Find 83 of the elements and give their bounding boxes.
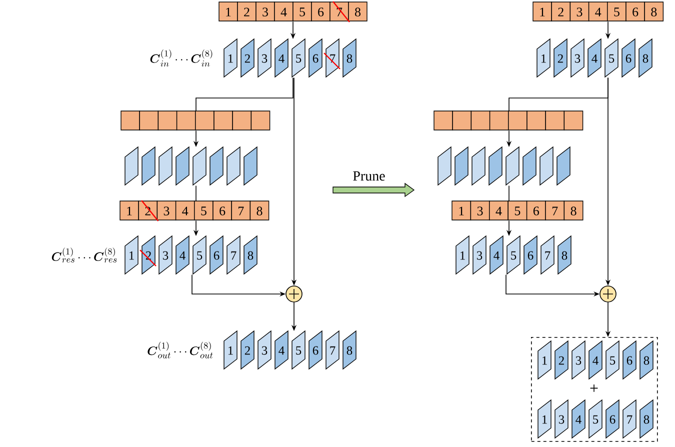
node-label: 7 [238, 206, 244, 216]
node-label: 5 [610, 356, 616, 365]
node-label: 6 [318, 8, 324, 16]
node-label: 6 [632, 8, 638, 16]
node-label: 3 [576, 356, 582, 365]
cell-bar: 1 3 4 5 6 7 8 [452, 200, 584, 220]
node-label: 3 [476, 251, 482, 260]
node-label: 1 [129, 251, 134, 260]
node-label: 2 [558, 356, 564, 365]
node-label: 1 [542, 415, 547, 424]
node-label: 6 [533, 206, 540, 216]
formula-label: $\boldsymbol{C}_{in}^{(1)}\cdots\boldsymbol{C}_{in}^{(8)}$ [150, 50, 212, 67]
cell-bar [434, 110, 584, 130]
node-label: 6 [610, 415, 616, 424]
node-label: 7 [552, 206, 558, 216]
node-label: 3 [262, 8, 268, 16]
formula-label: $\boldsymbol{C}_{out}^{(1)}\cdots\boldsymbol{C}_{out}^{(8)}$ [148, 342, 213, 358]
node-label: 1 [226, 8, 231, 16]
node-label: 1 [542, 356, 547, 365]
node-label: 4 [576, 415, 582, 424]
node-label: 8 [355, 8, 361, 16]
cell-bar: 1 2 3 4 5 6 8 [532, 2, 664, 22]
node-label: 4 [592, 54, 598, 63]
node-label: 5 [201, 206, 206, 216]
arrow-label: Prune [353, 171, 385, 181]
node-label: 4 [180, 251, 186, 260]
node-label: 4 [496, 206, 502, 216]
node-label: 5 [511, 251, 516, 260]
formula-label: $\boldsymbol{C}_{res}^{(1)}\cdots\boldsymbol{C}_{res}^{(8)}$ [52, 248, 117, 262]
node-label: 1 [228, 54, 233, 63]
node-label: 8 [644, 356, 650, 365]
node-label: 8 [644, 415, 650, 424]
node-label: 8 [346, 346, 352, 355]
node-label: 8 [642, 54, 648, 63]
node-label: 8 [256, 206, 262, 216]
cell-bar [120, 110, 270, 130]
node-label: 6 [528, 251, 534, 260]
node-label: 7 [231, 251, 236, 260]
node-label: 2 [244, 54, 250, 63]
dashed-box [531, 337, 658, 442]
node-label: 5 [609, 54, 614, 63]
node-label: 2 [244, 8, 250, 16]
node-label: 3 [262, 54, 268, 63]
node-label: 1 [127, 206, 132, 216]
node-label: 8 [346, 54, 352, 63]
node-label: 3 [576, 8, 582, 16]
node-label: 6 [220, 206, 226, 216]
plus-sign: + [590, 384, 598, 392]
node-label: 7 [330, 54, 336, 63]
node-label: 3 [262, 346, 268, 355]
node-label: 1 [459, 206, 464, 216]
node-label: 5 [514, 206, 520, 216]
node-label: 8 [651, 8, 657, 16]
node-label: 3 [477, 206, 483, 216]
node-label: 3 [558, 415, 564, 424]
node-label: 6 [214, 251, 220, 260]
node-label: 3 [164, 206, 170, 216]
node-label: 8 [562, 251, 568, 260]
node-label: 4 [278, 54, 284, 63]
sum-circle [286, 286, 302, 302]
node-label: 2 [558, 54, 563, 63]
node-label: 7 [330, 346, 336, 355]
node-label: 4 [280, 8, 287, 16]
node-label: 5 [296, 346, 302, 355]
node-label: 2 [244, 346, 250, 355]
node-label: 3 [162, 251, 168, 260]
node-label: 5 [296, 54, 302, 63]
node-label: 8 [248, 251, 254, 260]
node-label: 3 [574, 54, 580, 63]
node-label: 4 [182, 206, 188, 216]
node-label: 2 [558, 8, 564, 16]
node-label: 1 [228, 346, 233, 355]
node-label: 2 [146, 251, 151, 260]
sum-circle [600, 286, 616, 302]
node-label: 7 [545, 251, 550, 260]
node-label: 4 [278, 346, 284, 355]
node-label: 5 [300, 8, 305, 16]
node-label: 4 [592, 356, 598, 365]
node-label: 5 [614, 8, 620, 16]
node-label: 5 [593, 415, 598, 424]
node-label: 4 [595, 8, 602, 16]
node-label: 1 [541, 54, 546, 63]
node-label: 4 [494, 251, 500, 260]
